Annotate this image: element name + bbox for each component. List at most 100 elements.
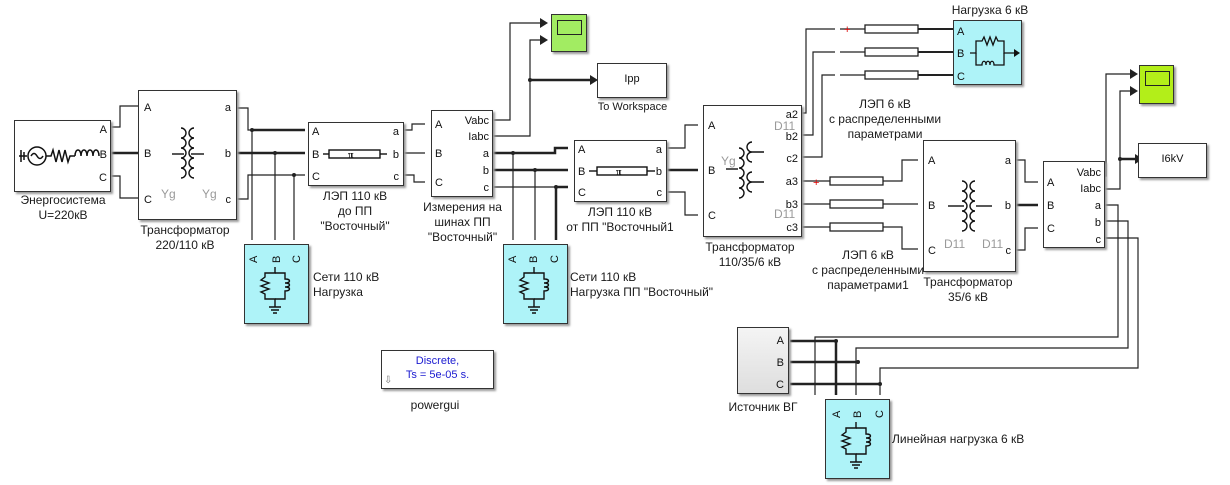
svg-text:A: A — [831, 410, 843, 418]
port-A: A — [578, 144, 586, 156]
port-C: C — [928, 245, 936, 257]
powergui-mode: Discrete,Ts = 5e-05 s. — [405, 355, 470, 381]
scope-block[interactable] — [551, 14, 587, 52]
rl-load-icon: A B C — [507, 255, 561, 314]
port-B: B — [144, 148, 152, 160]
workspace-variable: Ipp — [624, 73, 640, 85]
svg-text:B: B — [852, 411, 864, 418]
powergui-block[interactable]: Discrete,Ts = 5e-05 s. ⇩ — [381, 350, 494, 389]
transformer-winding-icon — [948, 180, 992, 232]
port-B: B — [578, 166, 586, 178]
svg-text:A: A — [248, 255, 260, 263]
transformer-35-6-block[interactable]: A B C a b c D11 D11 — [923, 140, 1016, 272]
arrow-down-icon: ⇩ — [384, 375, 393, 386]
measurement-6kv-block[interactable]: A B C Vabc Iabc a b c — [1043, 161, 1105, 248]
port-C: C — [435, 177, 443, 189]
svg-text:C: C — [291, 255, 303, 263]
load-pp-block[interactable]: A B C — [503, 244, 568, 324]
port-A: A — [776, 335, 784, 347]
port-C: C — [776, 379, 784, 391]
winding-label: Yg — [202, 187, 217, 201]
measurement-pp-block[interactable]: A B C Vabc Iabc a b c — [431, 110, 493, 197]
port-a: a — [1004, 155, 1011, 167]
transformer-110-35-6-block[interactable]: A B C a2 b2 c2 a3 b3 c3 Yg D11 D11 — [703, 105, 802, 237]
port-a: a — [655, 144, 662, 156]
rl-load-icon: A B C — [831, 410, 886, 469]
port-c: c — [393, 171, 400, 183]
transformer-winding-icon — [172, 127, 204, 179]
scope-6kv-block[interactable] — [1139, 65, 1174, 104]
to-workspace-block[interactable]: Ipp — [597, 63, 667, 98]
rl-load-icon: ABC — [957, 26, 1020, 83]
port-iabc: Iabc — [468, 131, 489, 143]
port-b: b — [224, 148, 231, 160]
port-vabc: Vabc — [464, 115, 489, 127]
port-b: b — [1094, 217, 1101, 229]
pi-line-icon: π — [323, 149, 387, 161]
port-b: b — [655, 166, 662, 178]
port-a3: a3 — [785, 176, 798, 188]
line-110kv-from-pp-block[interactable]: π A B C a b c — [574, 140, 667, 202]
three-winding-transformer-icon — [726, 141, 764, 199]
power-system-source-block[interactable]: A B C — [14, 120, 111, 192]
port-C: C — [144, 194, 152, 206]
port-b: b — [1004, 200, 1011, 212]
port-C: C — [312, 171, 320, 183]
svg-text:C: C — [957, 71, 965, 83]
svg-text:C: C — [549, 255, 561, 263]
svg-text:π: π — [616, 167, 622, 178]
winding-label: D11 — [774, 119, 796, 133]
port-B: B — [708, 165, 716, 177]
port-C: C — [1047, 223, 1055, 235]
port-a: a — [224, 102, 231, 114]
line-110kv-to-pp-block[interactable]: π A B C a b c — [308, 122, 404, 186]
svg-text:π: π — [348, 150, 354, 161]
port-a: a — [392, 126, 399, 138]
port-c: c — [1095, 234, 1102, 246]
workspace-variable: I6kV — [1161, 153, 1184, 165]
to-workspace-6kv-block[interactable]: I6kV — [1138, 143, 1207, 178]
port-b3: b3 — [785, 199, 798, 211]
powergui-label: powergui — [410, 398, 460, 412]
port-c2: c2 — [786, 153, 798, 165]
transformer-220-110-block[interactable]: A B C a b c Yg Yg — [138, 90, 237, 220]
winding-label: Yg — [161, 187, 176, 201]
winding-label: D11 — [944, 237, 966, 251]
port-a: a — [1094, 200, 1101, 212]
svg-text:+: + — [844, 24, 850, 36]
port-B: B — [1047, 200, 1055, 212]
port-A: A — [99, 124, 107, 136]
svg-text:A: A — [507, 255, 519, 263]
winding-label: Yg — [721, 154, 736, 168]
svg-text:B: B — [528, 256, 540, 263]
port-b: b — [392, 149, 399, 161]
linload-label: Линейная нагрузка 6 кВ — [892, 432, 1025, 446]
port-B: B — [312, 149, 320, 161]
port-A: A — [708, 120, 716, 132]
scope-screen-icon — [557, 20, 582, 35]
port-c: c — [483, 182, 490, 194]
port-b2: b2 — [785, 131, 798, 143]
winding-label: D11 — [982, 237, 1004, 251]
linear-load-6kv-block[interactable]: A B C — [825, 399, 890, 479]
port-c: c — [656, 187, 663, 199]
port-a: a — [482, 148, 489, 160]
harmonic-source-block[interactable]: A B C — [737, 327, 789, 394]
port-B: B — [99, 149, 107, 161]
port-A: A — [312, 126, 320, 138]
svg-text:C: C — [874, 410, 886, 418]
port-b: b — [482, 165, 489, 177]
port-B: B — [776, 357, 784, 369]
